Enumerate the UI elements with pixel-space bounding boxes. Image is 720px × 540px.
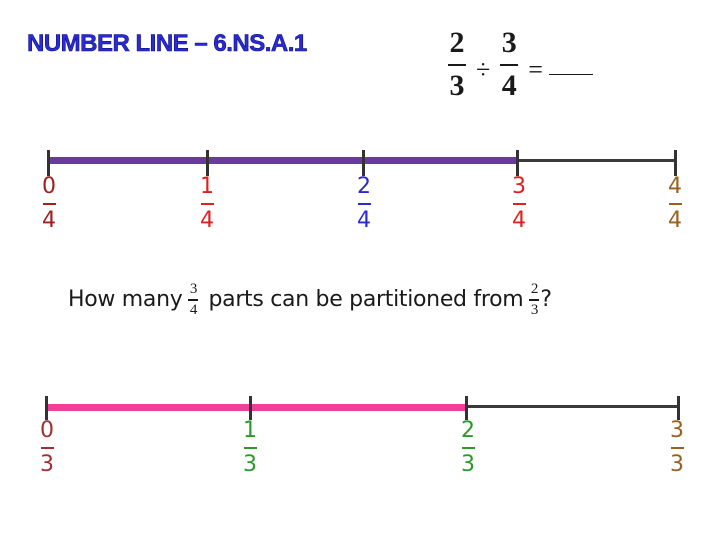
fraction-bar [243,447,257,449]
tick-label-1-3: 1 3 [243,420,257,476]
tick-label-2-4: 2 4 [357,176,371,232]
denominator: 4 [200,208,214,233]
denominator: 3 [40,452,54,477]
question-mark: ? [540,287,552,313]
numerator: 4 [668,174,682,199]
tick-label-4-4: 4 4 [668,176,682,232]
fraction-bar [42,203,56,205]
fraction-bar [188,299,199,301]
numerator: 0 [42,174,56,199]
division-equation: 2 3 ÷ 3 4 = [448,25,593,102]
page-title: NUMBER LINE – 6.NS.A.1 [27,30,308,58]
fraction-bar [357,203,371,205]
tick-mark [45,396,48,420]
denominator: 4 [512,208,526,233]
tick-label-0-3: 0 3 [40,420,54,476]
fraction-bar [40,447,54,449]
highlight-bar [48,404,466,411]
question-fraction-2-3: 2 3 [529,281,540,318]
fraction-bar [200,203,214,205]
fraction-bar [529,299,540,301]
fraction-bar [448,63,466,66]
numerator: 2 [449,25,465,59]
denominator: 4 [501,68,517,102]
tick-mark [516,150,519,176]
fraction-bar [512,203,526,205]
tick-mark [362,150,365,176]
dividend-fraction: 2 3 [448,25,466,102]
question-text: How many 3 4 parts can be partitioned fr… [68,282,552,318]
question-middle: parts can be partitioned from [208,287,524,313]
denominator: 4 [42,208,56,233]
denominator: 3 [670,452,684,477]
question-fraction-3-4: 3 4 [188,281,199,318]
denominator: 3 [461,452,475,477]
fraction-bar [668,203,682,205]
tick-label-2-3: 2 3 [461,420,475,476]
tick-label-3-3: 3 3 [670,420,684,476]
divisor-fraction: 3 4 [500,25,519,102]
tick-label-1-4: 1 4 [200,176,214,232]
equals-sign: = [528,55,543,84]
denominator: 4 [668,208,682,233]
numerator: 1 [243,418,257,443]
numerator: 2 [461,418,475,443]
denominator: 4 [357,208,371,233]
numerator: 3 [670,418,684,443]
denominator: 4 [189,301,198,318]
tick-mark [206,150,209,176]
tick-label-0-4: 0 4 [42,176,56,232]
numerator: 2 [357,174,371,199]
numerator: 3 [189,281,198,297]
numerator: 2 [530,281,539,297]
tick-mark [249,396,252,420]
tick-label-3-4: 3 4 [512,176,526,232]
numerator: 3 [501,25,517,59]
tick-mark [47,150,50,176]
denominator: 3 [243,452,257,477]
numerator: 0 [40,418,54,443]
fraction-bar [461,447,475,449]
tick-mark [465,396,468,420]
fraction-bar [500,63,519,66]
denominator: 3 [530,301,539,318]
question-prefix: How many [68,287,183,313]
highlight-bar [48,157,518,164]
numerator: 3 [512,174,526,199]
tick-mark [674,150,677,176]
denominator: 3 [449,68,465,102]
divide-sign: ÷ [476,55,491,84]
tick-mark [677,396,680,420]
numerator: 1 [200,174,214,199]
fraction-bar [670,447,684,449]
answer-blank [548,73,593,75]
